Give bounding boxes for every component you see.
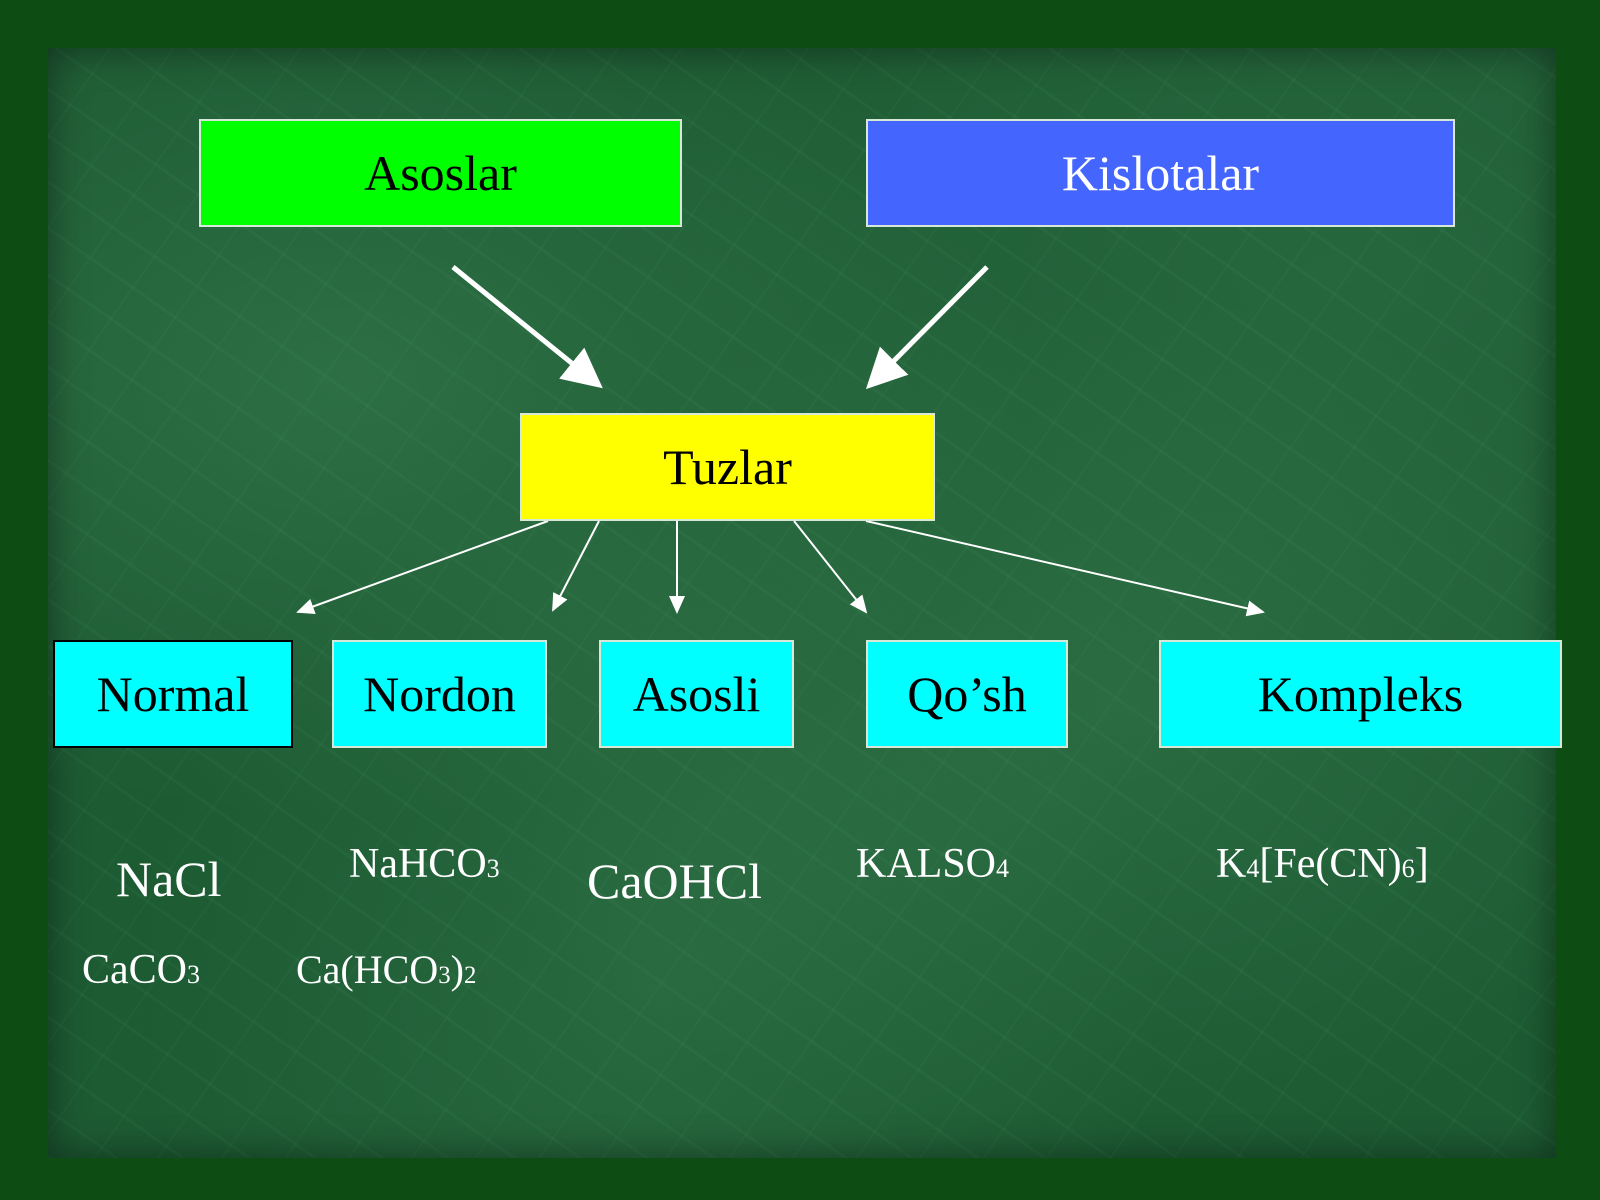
formula-nacl-text: NaCl xyxy=(116,851,222,907)
arrow-tuzlar-to-kompleks xyxy=(865,520,1265,617)
formula-nahco3: NaHCO3 xyxy=(349,840,500,888)
formula-subscript: 2 xyxy=(463,962,477,989)
formula-caco3: CaCO3 xyxy=(82,946,200,994)
nordon-label: Nordon xyxy=(363,666,516,722)
formula-part: CaCO xyxy=(82,947,187,993)
kislotalar-box: Kislotalar xyxy=(866,119,1455,227)
formula-subscript: 3 xyxy=(187,960,201,989)
formula-part: KALSO xyxy=(856,841,997,887)
formula-part: Ca(HCO xyxy=(296,947,439,992)
tuzlar-label: Tuzlar xyxy=(663,439,792,495)
formula-k4fecn6: K4[Fe(CN)6] xyxy=(1216,840,1429,888)
asoslar-label: Asoslar xyxy=(364,145,517,201)
formula-part: NaHCO xyxy=(349,841,487,887)
kislotalar-label: Kislotalar xyxy=(1061,145,1260,201)
asosli-category-box: Asosli xyxy=(599,640,794,748)
kompleks-category-box: Kompleks xyxy=(1159,640,1562,748)
asoslar-box: Asoslar xyxy=(199,119,682,227)
arrow-tuzlar-to-nordon xyxy=(552,520,600,612)
arrow-asoslar-to-tuzlar xyxy=(451,265,603,389)
formula-nacl: NaCl xyxy=(116,850,222,908)
arrow-kislotalar-to-tuzlar xyxy=(865,265,989,390)
formula-caohcl: CaOHCl xyxy=(587,852,762,910)
arrow-tuzlar-to-qosh xyxy=(793,520,868,614)
arrow-tuzlar-to-normal xyxy=(296,520,549,615)
formula-subscript: 3 xyxy=(438,962,451,989)
formula-subscript: 4 xyxy=(996,854,1010,883)
kompleks-label: Kompleks xyxy=(1257,666,1464,722)
asosli-label: Asosli xyxy=(632,666,761,722)
nordon-category-box: Nordon xyxy=(332,640,547,748)
formula-part: K xyxy=(1216,841,1247,887)
formula-part: ] xyxy=(1414,841,1429,887)
qosh-label: Qo’sh xyxy=(907,666,1027,722)
formula-caohcl-text: CaOHCl xyxy=(587,853,762,909)
formula-subscript: 6 xyxy=(1401,854,1415,883)
normal-category-box: Normal xyxy=(53,640,293,748)
formula-cahco32: Ca(HCO3)2 xyxy=(296,946,476,993)
formula-subscript: 4 xyxy=(1246,854,1260,883)
qosh-category-box: Qo’sh xyxy=(866,640,1068,748)
tuzlar-box: Tuzlar xyxy=(520,413,935,521)
formula-subscript: 3 xyxy=(486,854,500,883)
formula-kalso4: KALSO4 xyxy=(856,840,1009,888)
marble-panel xyxy=(48,48,1556,1158)
formula-part: [Fe(CN) xyxy=(1259,841,1402,887)
normal-label: Normal xyxy=(96,666,250,722)
formula-part: ) xyxy=(450,947,464,992)
